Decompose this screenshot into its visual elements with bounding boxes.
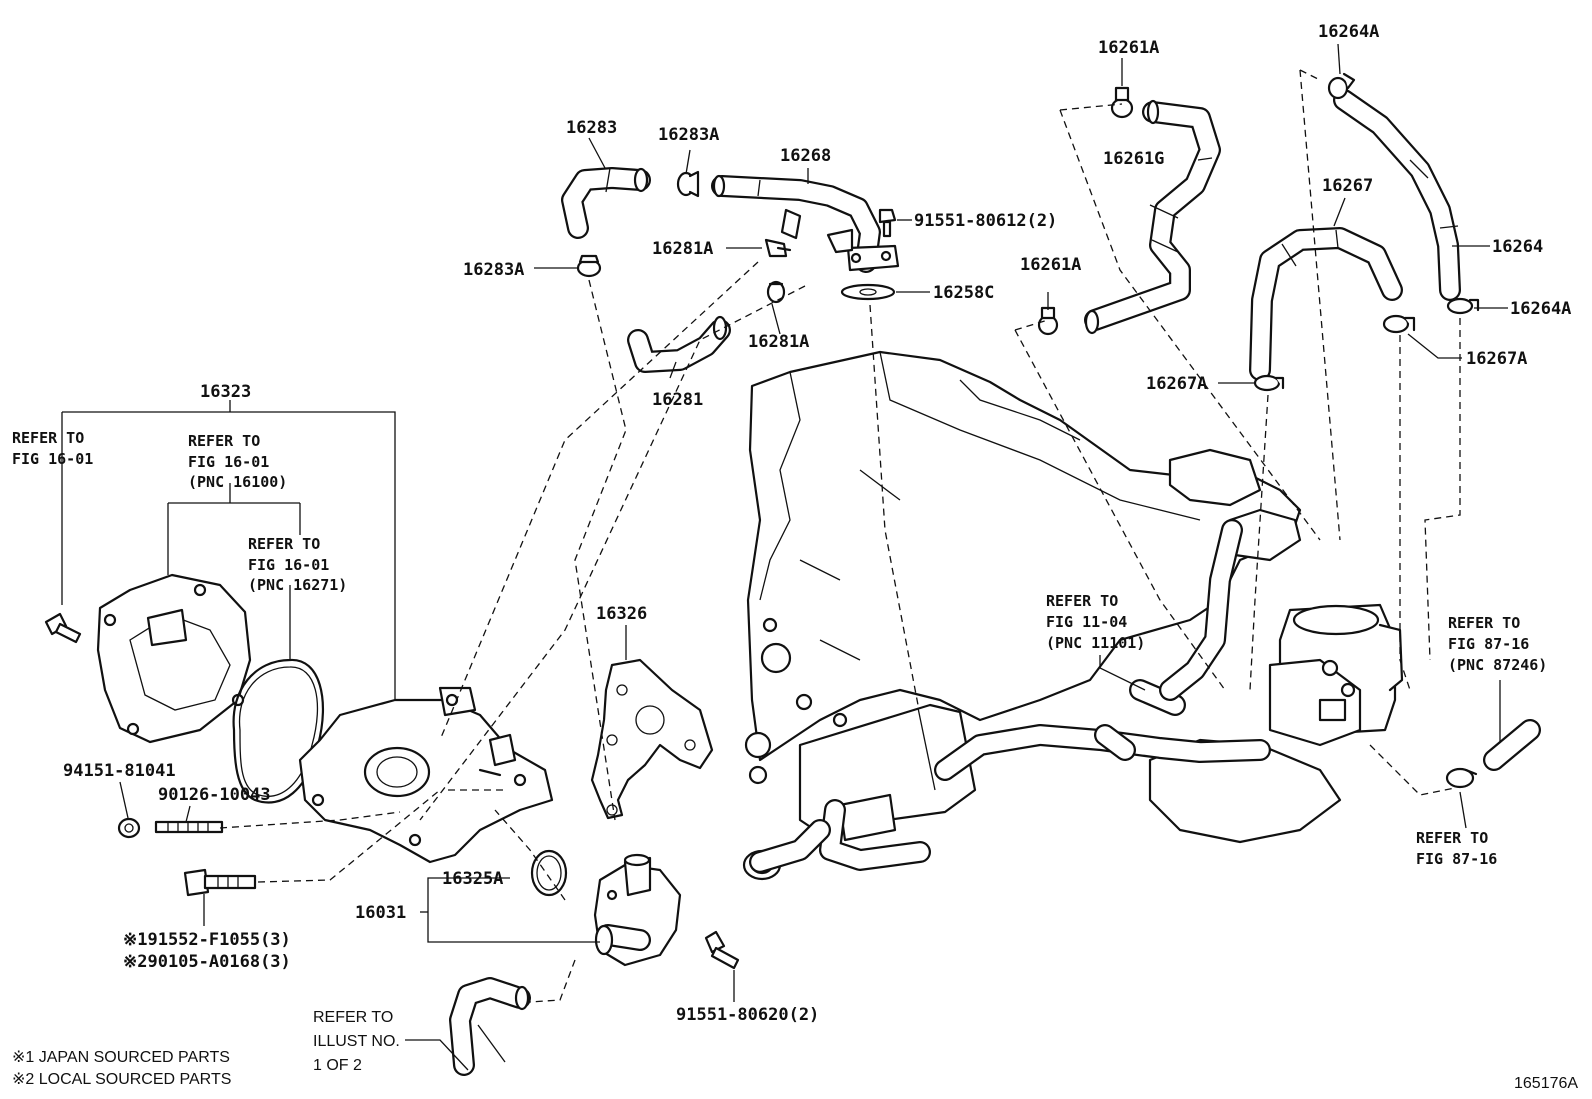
part-number-labels: 16261A 16264A 16283 16283A 16268 16261G … xyxy=(63,22,1571,1025)
label-16267: 16267 xyxy=(1322,176,1373,196)
refer-to-notes: REFER TO FIG 16-01 REFER TO FIG 16-01 (P… xyxy=(12,429,1547,1074)
clamp-16281a-bottom xyxy=(766,280,786,304)
label-16264: 16264 xyxy=(1492,237,1543,257)
label-90105-a0168: ※290105-A0168(3) xyxy=(123,952,291,972)
label-16261a-top: 16261A xyxy=(1098,38,1159,58)
label-91552-f1055: ※191552-F1055(3) xyxy=(123,930,291,950)
ref-fig-16-01-b-line1: REFER TO xyxy=(188,432,260,450)
ref-fig-87-16-a-line3: (PNC 87246) xyxy=(1448,656,1547,674)
label-16264a-top: 16264A xyxy=(1318,22,1379,42)
clamp-16267a-right xyxy=(1382,314,1416,334)
label-16267a-right: 16267A xyxy=(1466,349,1527,369)
ref-fig-87-16-a-line1: REFER TO xyxy=(1448,614,1520,632)
label-91551-80612: 91551-80612(2) xyxy=(914,211,1057,231)
ref-fig-16-01-b-line2: FIG 16-01 xyxy=(188,453,269,471)
ref-illust-line3: 1 OF 2 xyxy=(313,1057,362,1074)
ref-fig-16-01-c-line3: (PNC 16271) xyxy=(248,576,347,594)
throttle-body xyxy=(1268,603,1404,747)
footnotes: ※1 JAPAN SOURCED PARTS ※2 LOCAL SOURCED … xyxy=(12,1049,231,1088)
ref-fig-16-01-c-line1: REFER TO xyxy=(248,535,320,553)
label-16268: 16268 xyxy=(780,146,831,166)
label-94151-81041: 94151-81041 xyxy=(63,761,176,781)
water-outlet-housing xyxy=(742,703,977,881)
ref-fig-11-04-line2: FIG 11-04 xyxy=(1046,613,1127,631)
ref-fig-87-16-b-line1: REFER TO xyxy=(1416,829,1488,847)
clamp-16283a-top xyxy=(676,170,700,198)
illustration-id: 165176A xyxy=(1514,1075,1578,1092)
water-pump-cover xyxy=(96,573,252,744)
hose-16264 xyxy=(1333,89,1461,301)
lower-hose-illust xyxy=(449,977,531,1076)
clamp-16267a-left xyxy=(1253,374,1285,392)
label-16281a-bottom: 16281A xyxy=(748,332,809,352)
label-16283a-left: 16283A xyxy=(463,260,524,280)
footnote-local-sourced: ※2 LOCAL SOURCED PARTS xyxy=(12,1071,231,1088)
clamp-16261a-top xyxy=(1110,86,1134,119)
pipe-16268 xyxy=(711,174,900,273)
label-16283a-top: 16283A xyxy=(658,125,719,145)
ref-fig-16-01-a-line1: REFER TO xyxy=(12,429,84,447)
clamp-16281a-top xyxy=(764,238,792,258)
ref-fig-16-01-a-line2: FIG 16-01 xyxy=(12,450,93,468)
label-16326: 16326 xyxy=(596,604,647,624)
label-16323: 16323 xyxy=(200,382,251,402)
clamp-16264a-right xyxy=(1446,297,1480,315)
label-16281a-top: 16281A xyxy=(652,239,713,259)
water-inlet-16031 xyxy=(593,853,682,967)
clamp-16283a-left xyxy=(576,254,602,278)
label-16264a-right: 16264A xyxy=(1510,299,1571,319)
bolt-91551-80620 xyxy=(704,930,740,970)
bolt-91552-f1055 xyxy=(183,868,257,897)
ref-fig-11-04-line3: (PNC 11101) xyxy=(1046,634,1145,652)
ref-fig-87-16-a-line2: FIG 87-16 xyxy=(1448,635,1529,653)
water-pump-body xyxy=(298,686,554,864)
bolt-left-top xyxy=(44,612,82,644)
label-16281: 16281 xyxy=(652,390,703,410)
clamp-16261a-mid xyxy=(1037,306,1059,336)
label-16261a-mid: 16261A xyxy=(1020,255,1081,275)
ref-fig-87-16-b-line2: FIG 87-16 xyxy=(1416,850,1497,868)
label-16258c: 16258C xyxy=(933,283,994,303)
label-16325a: 16325A xyxy=(442,869,503,889)
leader-lines xyxy=(61,43,1508,1071)
hose-16261g xyxy=(1084,99,1221,335)
ref-illust-line1: REFER TO xyxy=(313,1009,393,1026)
ref-illust-line2: ILLUST NO. xyxy=(313,1033,400,1050)
ref-fig-11-04-line1: REFER TO xyxy=(1046,592,1118,610)
label-91551-80620: 91551-80620(2) xyxy=(676,1005,819,1025)
label-16283: 16283 xyxy=(566,118,617,138)
gasket-16258c xyxy=(840,283,896,301)
footnote-japan-sourced: ※1 JAPAN SOURCED PARTS xyxy=(12,1049,230,1066)
label-16267a-left: 16267A xyxy=(1146,374,1207,394)
hose-16283 xyxy=(561,167,651,239)
dashed-reference-lines xyxy=(219,69,1461,1003)
stud-90126-10043 xyxy=(154,820,224,834)
engine-block-illustration xyxy=(744,350,1342,844)
hose-ref-87-16 xyxy=(1445,719,1541,789)
o-ring-16325a xyxy=(530,849,568,897)
bypass-pipe xyxy=(934,519,1271,781)
label-16031: 16031 xyxy=(355,903,406,923)
hose-16281 xyxy=(627,315,731,373)
label-90126-10043: 90126-10043 xyxy=(158,785,271,805)
bolt-91551-80612 xyxy=(878,208,897,238)
gasket-16326 xyxy=(590,658,714,820)
label-16261g: 16261G xyxy=(1103,149,1164,169)
hose-16267 xyxy=(1249,227,1403,381)
ref-fig-16-01-b-line3: (PNC 16100) xyxy=(188,473,287,491)
bolt-94151-81041 xyxy=(117,817,141,839)
ref-fig-16-01-c-line2: FIG 16-01 xyxy=(248,556,329,574)
clamp-16264a-top xyxy=(1327,72,1356,100)
